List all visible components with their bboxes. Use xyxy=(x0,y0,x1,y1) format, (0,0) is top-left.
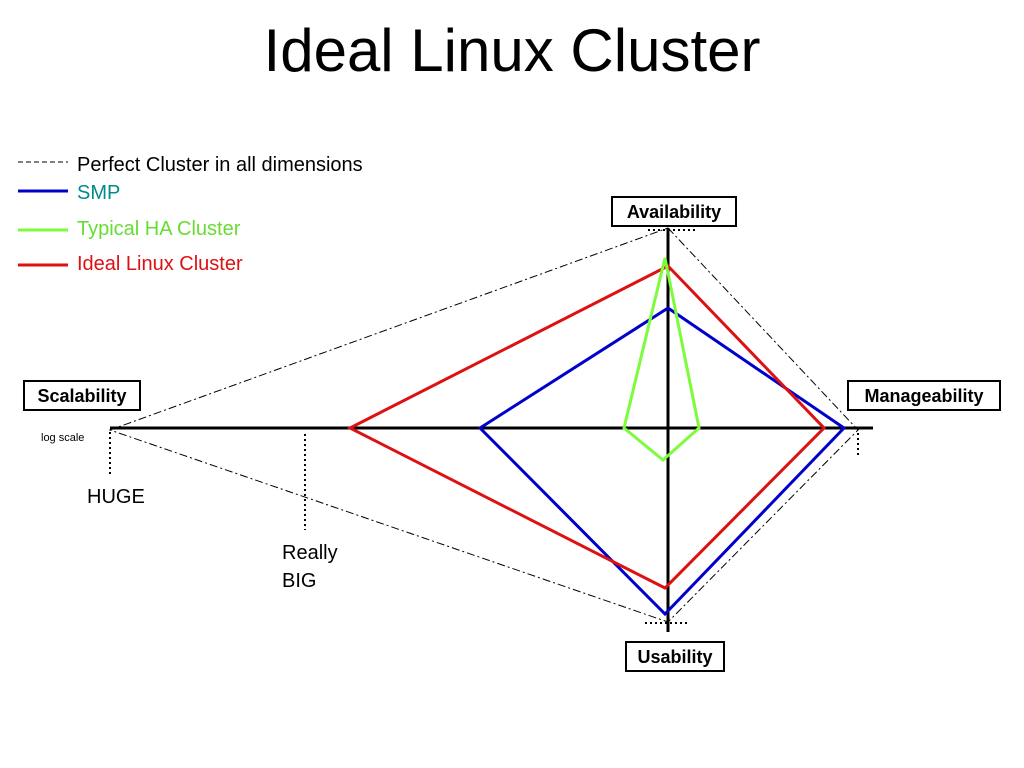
typical-ha-cluster-shape xyxy=(622,257,701,462)
marker-label-big: BIG xyxy=(282,570,316,592)
legend-label-perfect: Perfect Cluster in all dimensions xyxy=(77,154,363,176)
axis-label-availability: Availability xyxy=(611,196,737,227)
page-title: Ideal Linux Cluster xyxy=(263,17,761,84)
axis-label-usability-text: Usability xyxy=(637,647,712,667)
axis-label-scalability-text: Scalability xyxy=(37,386,126,406)
marker-label-huge: HUGE xyxy=(87,486,145,508)
axis-label-manageability: Manageability xyxy=(847,380,1001,411)
axis-label-manageability-text: Manageability xyxy=(864,386,983,406)
legend-label-ideal: Ideal Linux Cluster xyxy=(77,253,243,275)
axis-label-availability-text: Availability xyxy=(627,202,721,222)
dotted-markers xyxy=(109,229,859,624)
ideal-linux-cluster-shape xyxy=(346,264,827,590)
marker-label-really: Really xyxy=(282,542,338,564)
legend-label-smp: SMP xyxy=(77,182,120,204)
legend: Perfect Cluster in all dimensions SMP Ty… xyxy=(18,154,363,275)
axis-label-usability: Usability xyxy=(625,641,725,672)
axis-label-scalability: Scalability xyxy=(23,380,141,411)
scale-note: log scale xyxy=(41,432,84,444)
legend-label-ha: Typical HA Cluster xyxy=(77,218,241,240)
